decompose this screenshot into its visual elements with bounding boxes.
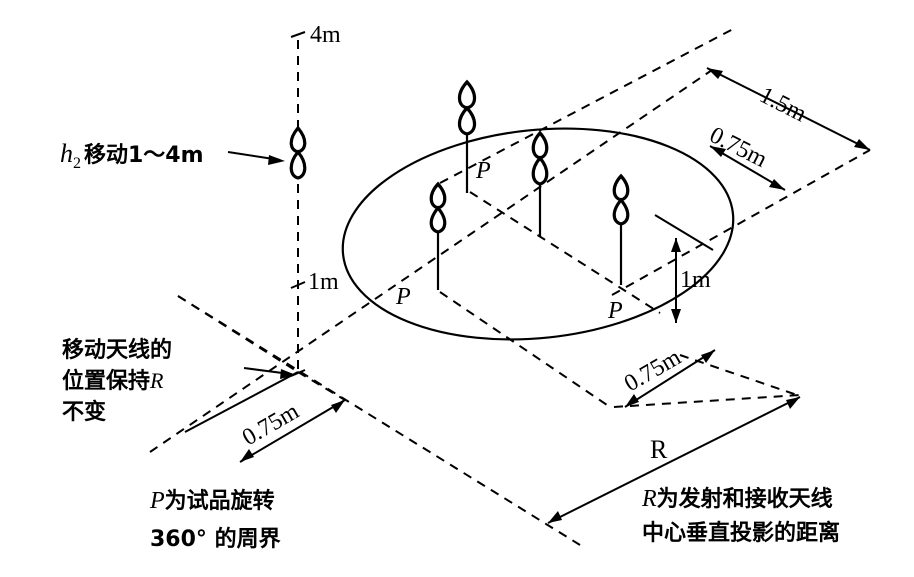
dimension-0-75m-left xyxy=(184,371,346,463)
label-height-1m-right: 1m xyxy=(680,267,711,293)
dimension-range-R xyxy=(547,396,801,524)
axis-main-diagonal xyxy=(149,69,713,453)
label-h2-subscript: 2 xyxy=(73,155,81,172)
axis-parallel-mid xyxy=(611,149,871,296)
dimension-1m-right xyxy=(654,214,714,323)
label-height-1m: 1m xyxy=(308,269,339,295)
pointer-h2 xyxy=(227,151,285,165)
label-height-4m: 4m xyxy=(310,22,341,48)
antenna-icon xyxy=(289,125,307,180)
antenna-icon xyxy=(531,130,549,186)
dimension-0-75m-top xyxy=(709,145,786,191)
tick-4m xyxy=(290,31,306,38)
label-dist-1-5m: 1.5m xyxy=(755,82,810,127)
axis-cross-lower xyxy=(439,291,611,408)
label-r-note-line2: 中心垂直投影的距离 xyxy=(642,520,840,546)
tick-1m xyxy=(290,281,306,289)
label-p-note-line2: 360° 的周界 xyxy=(150,526,281,552)
axis-cross-main xyxy=(469,191,661,314)
label-h2-symbol: h xyxy=(60,139,73,168)
label-dist-0-75m-top: 0.75m xyxy=(705,122,771,173)
label-h2-movement: 移动1～4m xyxy=(84,142,204,168)
label-range-R: R xyxy=(650,435,668,464)
label-p-note-line1: P为试品旋转 xyxy=(149,488,275,514)
label-p-3: P xyxy=(607,298,623,324)
axis-right-diag xyxy=(679,354,801,397)
axis-left-edge xyxy=(177,295,299,373)
turntable-perimeter xyxy=(341,127,735,341)
dimension-1-5m xyxy=(706,67,871,151)
pointer-move-antenna xyxy=(243,367,296,379)
antenna-icon xyxy=(612,173,630,226)
dimension-0-75m-right xyxy=(624,349,716,408)
antenna-icon xyxy=(429,181,447,234)
label-move-antenna-line3: 不变 xyxy=(62,399,106,425)
label-move-antenna-line1: 移动天线的 xyxy=(62,337,172,363)
label-p-2: P xyxy=(395,284,411,310)
antenna-icon xyxy=(457,79,477,136)
axis-left-bottom xyxy=(297,371,346,401)
label-r-note-line1: R为发射和接收天线 xyxy=(641,486,833,512)
axis-parallel-top xyxy=(439,27,736,184)
label-p-1: P xyxy=(475,158,491,184)
label-move-antenna-line2: 位置保持R xyxy=(62,368,164,394)
